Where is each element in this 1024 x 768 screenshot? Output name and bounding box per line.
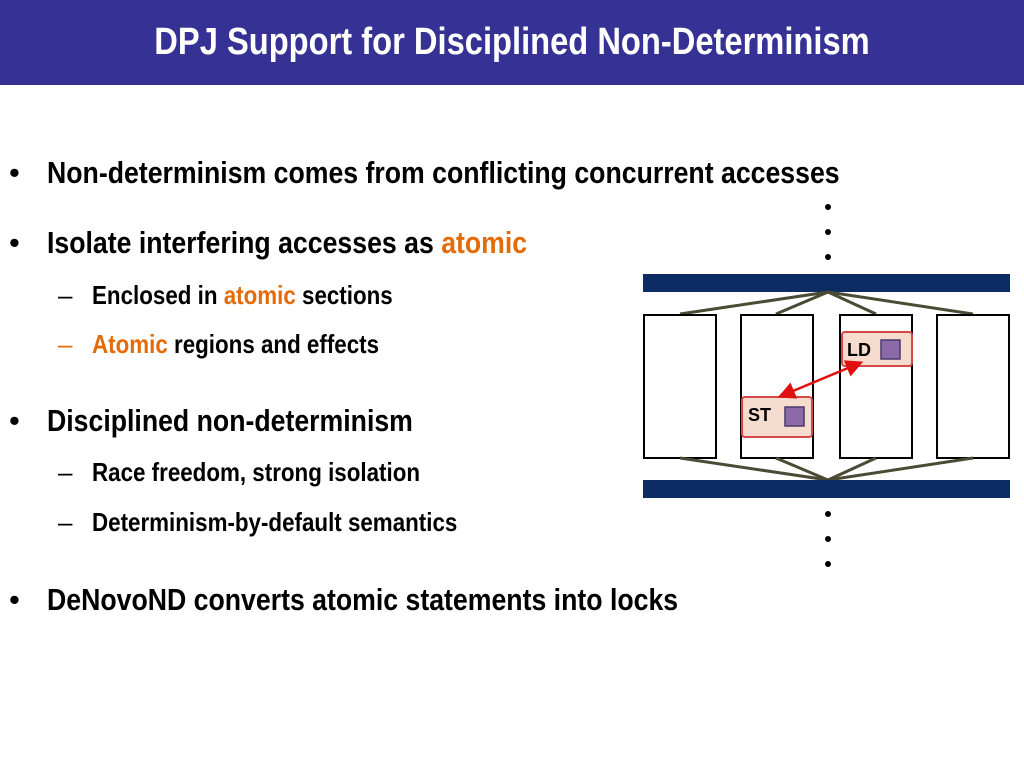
ellipsis-dot	[825, 561, 831, 567]
store-memory-square	[784, 406, 805, 427]
bullet-marker: •	[9, 582, 20, 617]
subbullet-text: Determinism-by-default semantics	[92, 507, 458, 537]
subbullet-race-freedom: – Race freedom, strong isolation	[58, 457, 473, 488]
ellipsis-dot	[825, 254, 831, 260]
subbullet-determinism-default: – Determinism-by-default semantics	[58, 507, 517, 538]
ellipsis-dot	[825, 511, 831, 517]
task-box	[936, 314, 1010, 459]
bullet-text: DeNovoND converts atomic statements into…	[47, 582, 679, 617]
subbullet-text: Enclosed in atomic sections	[92, 280, 393, 311]
subbullet-atomic-regions: – Atomic regions and effects	[58, 329, 426, 360]
join-line	[679, 456, 829, 482]
conflict-arrow	[777, 360, 864, 399]
subbullet-text-plain: sections	[295, 280, 393, 310]
subbullet-text: Race freedom, strong isolation	[92, 457, 421, 487]
top-barrier	[643, 274, 1010, 292]
ellipsis-dot	[825, 536, 831, 542]
subbullet-text-accent: Atomic	[92, 329, 168, 359]
slide-title: DPJ Support for Disciplined Non-Determin…	[154, 21, 870, 63]
bullet-text: Isolate interfering accesses as atomic	[47, 225, 527, 261]
fork-line	[775, 290, 829, 316]
join-line	[827, 456, 877, 482]
subbullet-marker: –	[58, 329, 73, 359]
bullet-disciplined-nondeterminism: • Disciplined non-determinism	[9, 403, 472, 439]
fork-line	[679, 290, 829, 316]
subbullet-enclosed-atomic: – Enclosed in atomic sections	[58, 280, 442, 311]
subbullet-text-plain: Enclosed in	[92, 280, 224, 310]
title-bar	[0, 0, 1024, 85]
ellipsis-dot	[825, 229, 831, 235]
subbullet-marker: –	[58, 457, 73, 487]
bullet-denovond-locks: • DeNovoND converts atomic statements in…	[9, 582, 781, 618]
bottom-barrier	[643, 480, 1010, 498]
bullet-text-accent: atomic	[441, 225, 528, 260]
subbullet-text-plain: regions and effects	[167, 329, 380, 359]
bullet-conflicting-accesses: • Non-determinism comes from conflicting…	[9, 155, 969, 191]
bullet-text: Disciplined non-determinism	[47, 403, 413, 438]
bullet-marker: •	[9, 155, 20, 190]
load-memory-square	[880, 339, 901, 360]
bullet-isolate-atomic: • Isolate interfering accesses as atomic	[9, 225, 605, 261]
subbullet-text-accent: atomic	[223, 280, 296, 310]
ellipsis-dot	[825, 204, 831, 210]
fork-line	[827, 290, 877, 316]
bullet-marker: •	[9, 403, 20, 438]
join-line	[775, 456, 829, 482]
subbullet-text: Atomic regions and effects	[92, 329, 379, 360]
store-label: ST	[748, 405, 771, 425]
load-label: LD	[847, 340, 871, 360]
join-lines	[679, 456, 974, 482]
task-box	[643, 314, 717, 459]
fork-lines	[679, 290, 974, 316]
join-line	[827, 456, 974, 482]
fork-line	[827, 290, 974, 316]
subbullet-marker: –	[58, 280, 73, 310]
bullet-text-plain: Isolate interfering accesses as	[47, 225, 442, 260]
subbullet-marker: –	[58, 507, 73, 537]
bullet-text: Non-determinism comes from conflicting c…	[47, 155, 840, 190]
bullet-marker: •	[9, 225, 20, 260]
